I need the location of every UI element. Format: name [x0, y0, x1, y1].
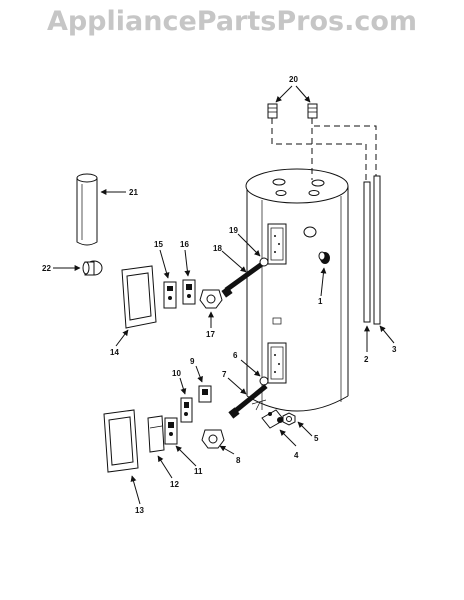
callout-7: 7 — [222, 370, 227, 379]
part-10-thermostat — [179, 377, 193, 423]
callout-22: 22 — [42, 264, 51, 273]
part-5-nut — [277, 412, 313, 437]
part-20-nipples — [267, 85, 377, 188]
callout-20: 20 — [289, 75, 298, 84]
callout-11: 11 — [194, 467, 203, 476]
callout-3: 3 — [392, 345, 397, 354]
part-15-thermostat — [159, 249, 177, 309]
part-9-switch — [195, 365, 212, 403]
callout-17: 17 — [206, 330, 215, 339]
watermark-logo: AppliancePartsPros.com — [46, 6, 418, 37]
part-17-bracket — [199, 289, 223, 328]
callout-18: 18 — [213, 244, 222, 253]
part-12-insulation — [147, 415, 173, 479]
callout-5: 5 — [314, 434, 319, 443]
callout-21: 21 — [129, 188, 138, 197]
part-7-heating-element — [227, 377, 268, 419]
callout-2: 2 — [364, 355, 369, 364]
part-16-thermostat — [182, 249, 196, 305]
part-11-thermostat — [164, 417, 197, 467]
callout-1: 1 — [318, 297, 323, 306]
callout-6: 6 — [233, 351, 238, 360]
water-heater-tank — [245, 168, 349, 412]
part-2-3-dip-tubes — [363, 175, 395, 352]
callout-13: 13 — [135, 506, 144, 515]
part-8-bracket — [201, 429, 235, 455]
callout-14: 14 — [110, 348, 119, 357]
callout-10: 10 — [172, 369, 181, 378]
part-1-fitting — [318, 251, 330, 297]
part-21-tube — [76, 173, 126, 246]
callout-15: 15 — [154, 240, 163, 249]
callout-19: 19 — [229, 226, 238, 235]
part-4-drain-valve — [251, 399, 297, 447]
callout-8: 8 — [236, 456, 241, 465]
callout-4: 4 — [294, 451, 299, 460]
part-18-heating-element — [221, 250, 264, 298]
callout-9: 9 — [190, 357, 195, 366]
part-6-gasket — [240, 359, 269, 386]
part-22-plug — [53, 260, 103, 276]
callout-12: 12 — [170, 480, 179, 489]
part-19-gasket — [237, 233, 269, 267]
callout-16: 16 — [180, 240, 189, 249]
part-14-access-cover — [115, 265, 157, 347]
callout-labels: 20 21 22 15 16 18 19 1 14 17 2 3 6 9 10 … — [42, 75, 397, 515]
part-13-access-cover — [103, 409, 141, 505]
